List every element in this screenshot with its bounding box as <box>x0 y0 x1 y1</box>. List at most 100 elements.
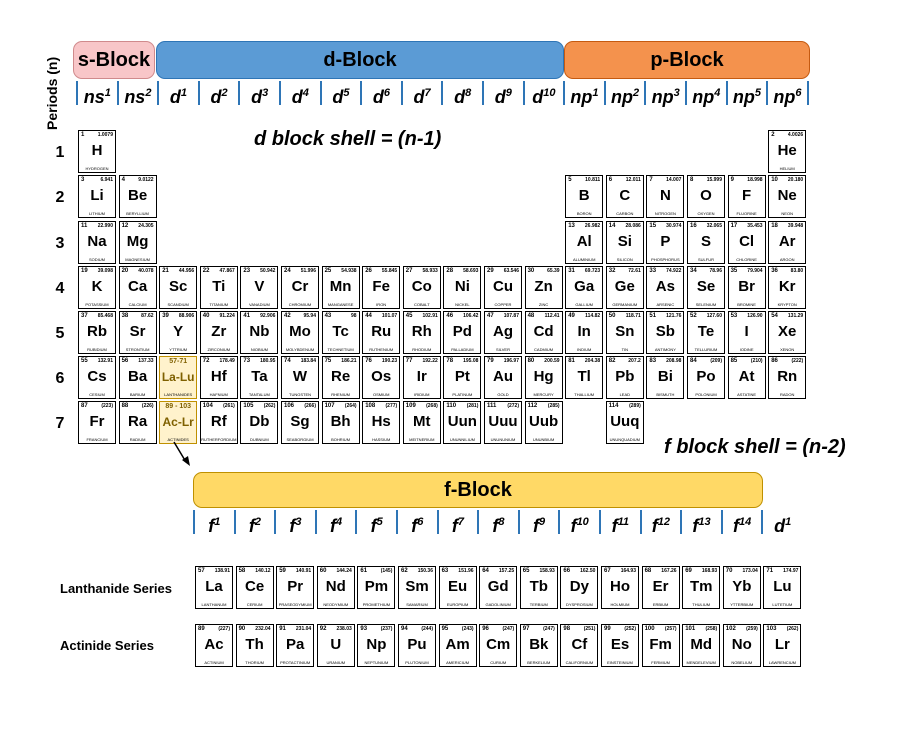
element-cell[interactable]: 3785.468RbRUBIDIUM <box>78 311 116 354</box>
element-cell[interactable]: 104(261)RfRUTHERFORDIUM <box>199 401 238 444</box>
element-cell[interactable]: 4295.94MoMOLYBDENUM <box>281 311 319 354</box>
element-cell[interactable]: 81204.38TlTHALLIUM <box>565 356 604 399</box>
element-cell[interactable]: 77192.22IrIRIDIUM <box>402 356 441 399</box>
element-cell[interactable]: 714.007NNITROGEN <box>646 175 685 218</box>
element-cell[interactable]: 3065.39ZnZINC <box>524 266 563 309</box>
element-cell[interactable]: 52127.60TeTELLURIUM <box>687 311 725 354</box>
element-cell[interactable]: 107(264)BhBOHRIUM <box>321 401 360 444</box>
element-cell[interactable]: 69168.93TmTHULIUM <box>682 566 721 609</box>
element-cell[interactable]: 106(266)SgSEABORGIUM <box>281 401 319 444</box>
element-cell[interactable]: 88(226)RaRADIUM <box>118 401 157 444</box>
element-cell[interactable]: 94(244)PuPLUTONIUM <box>398 624 436 667</box>
element-cell[interactable]: 64157.25GdGADOLINIUM <box>479 566 518 609</box>
element-cell[interactable]: 86(222)RnRADON <box>768 356 807 399</box>
element-cell[interactable]: 47107.87AgSILVER <box>484 311 522 354</box>
element-cell[interactable]: 11.0079HHYDROGEN <box>78 130 116 173</box>
element-cell[interactable]: 102(259)NoNOBELIUM <box>722 624 761 667</box>
element-cell[interactable]: 3579.904BrBROMINE <box>727 266 766 309</box>
element-cell[interactable]: 3272.61GeGERMANIUM <box>605 266 644 309</box>
element-cell[interactable]: 4398TcTECHNETIUM <box>321 311 360 354</box>
element-cell[interactable]: 74183.84WTUNGSTEN <box>281 356 319 399</box>
element-cell[interactable]: 2451.996CrCHROMIUM <box>281 266 319 309</box>
element-cell[interactable]: 3374.922AsARSENIC <box>646 266 685 309</box>
element-cell[interactable]: 100(257)FmFERMIUM <box>641 624 680 667</box>
element-cell[interactable]: 98(251)CfCALIFORNIUM <box>560 624 599 667</box>
element-cell[interactable]: 1939.098KPOTASSIUM <box>78 266 116 309</box>
element-cell[interactable]: 44101.07RuRUTHENIUM <box>362 311 401 354</box>
element-cell[interactable]: 91231.04PaPROTACTINIUM <box>276 624 315 667</box>
element-cell[interactable]: 65158.93TbTERBIUM <box>519 566 558 609</box>
element-cell[interactable]: 84(209)PoPOLONIUM <box>687 356 725 399</box>
element-cell[interactable]: 2247.867TiTITANIUM <box>199 266 238 309</box>
element-cell[interactable]: 510.811BBORON <box>565 175 604 218</box>
element-cell[interactable]: 49114.82InINDIUM <box>565 311 604 354</box>
element-cell[interactable]: 92238.03UURANIUM <box>316 624 355 667</box>
element-cell[interactable]: 75186.21ReRHENIUM <box>321 356 360 399</box>
element-cell[interactable]: 57-71La-LuLANTHANIDES <box>159 356 198 399</box>
element-cell[interactable]: 89(227)AcACTINIUM <box>195 624 233 667</box>
element-cell[interactable]: 1224.305MgMAGNESIUM <box>118 221 157 264</box>
element-cell[interactable]: 87(223)FrFRANCIUM <box>78 401 116 444</box>
element-cell[interactable]: 2350.942VVANADIUM <box>240 266 279 309</box>
element-cell[interactable]: 4091.224ZrZIRCONIUM <box>199 311 238 354</box>
element-cell[interactable]: 73180.95TaTANTALUM <box>240 356 279 399</box>
element-cell[interactable]: 61(145)PmPROMETHIUM <box>357 566 396 609</box>
element-cell[interactable]: 59140.91PrPRASEODYMIUM <box>276 566 315 609</box>
element-cell[interactable]: 36.941LiLITHIUM <box>78 175 116 218</box>
element-cell[interactable]: 89 - 103Ac-LrACTINIDES <box>159 401 198 444</box>
element-cell[interactable]: 1735.453ClCHLORINE <box>727 221 766 264</box>
element-cell[interactable]: 109(268)MtMEITNERIUM <box>402 401 441 444</box>
element-cell[interactable]: 68167.26ErERBIUM <box>641 566 680 609</box>
element-cell[interactable]: 56137.33BaBARIUM <box>118 356 157 399</box>
element-cell[interactable]: 46106.42PdPALLADIUM <box>443 311 482 354</box>
element-cell[interactable]: 2963.546CuCOPPER <box>484 266 522 309</box>
element-cell[interactable]: 80200.59HgMERCURY <box>524 356 563 399</box>
element-cell[interactable]: 103(262)LrLAWRENCIUM <box>763 624 802 667</box>
element-cell[interactable]: 57138.91LaLANTHANUM <box>195 566 233 609</box>
element-cell[interactable]: 1632.065SSULFUR <box>687 221 725 264</box>
element-cell[interactable]: 83208.98BiBISMUTH <box>646 356 685 399</box>
element-cell[interactable]: 49.0122BeBERYLLIUM <box>118 175 157 218</box>
element-cell[interactable]: 918.998FFLUORINE <box>727 175 766 218</box>
element-cell[interactable]: 60144.24NdNEODYMIUM <box>316 566 355 609</box>
element-cell[interactable]: 58140.12CeCERIUM <box>235 566 274 609</box>
element-cell[interactable]: 2144.956ScSCANDIUM <box>159 266 198 309</box>
element-cell[interactable]: 78195.08PtPLATINUM <box>443 356 482 399</box>
element-cell[interactable]: 1326.982AlALUMINIUM <box>565 221 604 264</box>
element-cell[interactable]: 612.011CCARBON <box>605 175 644 218</box>
element-cell[interactable]: 50118.71SnTIN <box>605 311 644 354</box>
element-cell[interactable]: 101(258)MdMENDELEVIUM <box>682 624 721 667</box>
element-cell[interactable]: 70173.04YbYTTERBIUM <box>722 566 761 609</box>
element-cell[interactable]: 2040.078CaCALCIUM <box>118 266 157 309</box>
element-cell[interactable]: 112(285)UubUNUNBIUM <box>524 401 563 444</box>
element-cell[interactable]: 90232.04ThTHORIUM <box>235 624 274 667</box>
element-cell[interactable]: 2554.938MnMANGANESE <box>321 266 360 309</box>
element-cell[interactable]: 62150.36SmSAMARIUM <box>398 566 436 609</box>
element-cell[interactable]: 85(210)AtASTATINE <box>727 356 766 399</box>
element-cell[interactable]: 110(281)UunUNUNNILIUM <box>443 401 482 444</box>
element-cell[interactable]: 3887.62SrSTRONTIUM <box>118 311 157 354</box>
element-cell[interactable]: 1122.990NaSODIUM <box>78 221 116 264</box>
element-cell[interactable]: 67164.93HoHOLMIUM <box>601 566 639 609</box>
element-cell[interactable]: 76190.23OsOSMIUM <box>362 356 401 399</box>
element-cell[interactable]: 1020.180NeNEON <box>768 175 807 218</box>
element-cell[interactable]: 71174.97LuLUTETIUM <box>763 566 802 609</box>
element-cell[interactable]: 1530.974PPHOSPHORUS <box>646 221 685 264</box>
element-cell[interactable]: 3478.96SeSELENIUM <box>687 266 725 309</box>
element-cell[interactable]: 114(289)UuqUNUNQUADIUM <box>605 401 644 444</box>
element-cell[interactable]: 99(252)EsEINSTEINIUM <box>601 624 639 667</box>
element-cell[interactable]: 1839.948ArARGON <box>768 221 807 264</box>
element-cell[interactable]: 51121.76SbANTIMONY <box>646 311 685 354</box>
element-cell[interactable]: 97(247)BkBERKELIUM <box>519 624 558 667</box>
element-cell[interactable]: 82207.2PbLEAD <box>605 356 644 399</box>
element-cell[interactable]: 108(277)HsHASSIUM <box>362 401 401 444</box>
element-cell[interactable]: 3683.80KrKRYPTON <box>768 266 807 309</box>
element-cell[interactable]: 96(247)CmCURIUM <box>479 624 518 667</box>
element-cell[interactable]: 48112.41CdCADMIUM <box>524 311 563 354</box>
element-cell[interactable]: 2655.845FeIRON <box>362 266 401 309</box>
element-cell[interactable]: 4192.906NbNIOBIUM <box>240 311 279 354</box>
element-cell[interactable]: 105(262)DbDUBNIUM <box>240 401 279 444</box>
element-cell[interactable]: 24.0026HeHELIUM <box>768 130 807 173</box>
element-cell[interactable]: 72178.49HfHAFNIUM <box>199 356 238 399</box>
element-cell[interactable]: 95(243)AmAMERICIUM <box>438 624 477 667</box>
